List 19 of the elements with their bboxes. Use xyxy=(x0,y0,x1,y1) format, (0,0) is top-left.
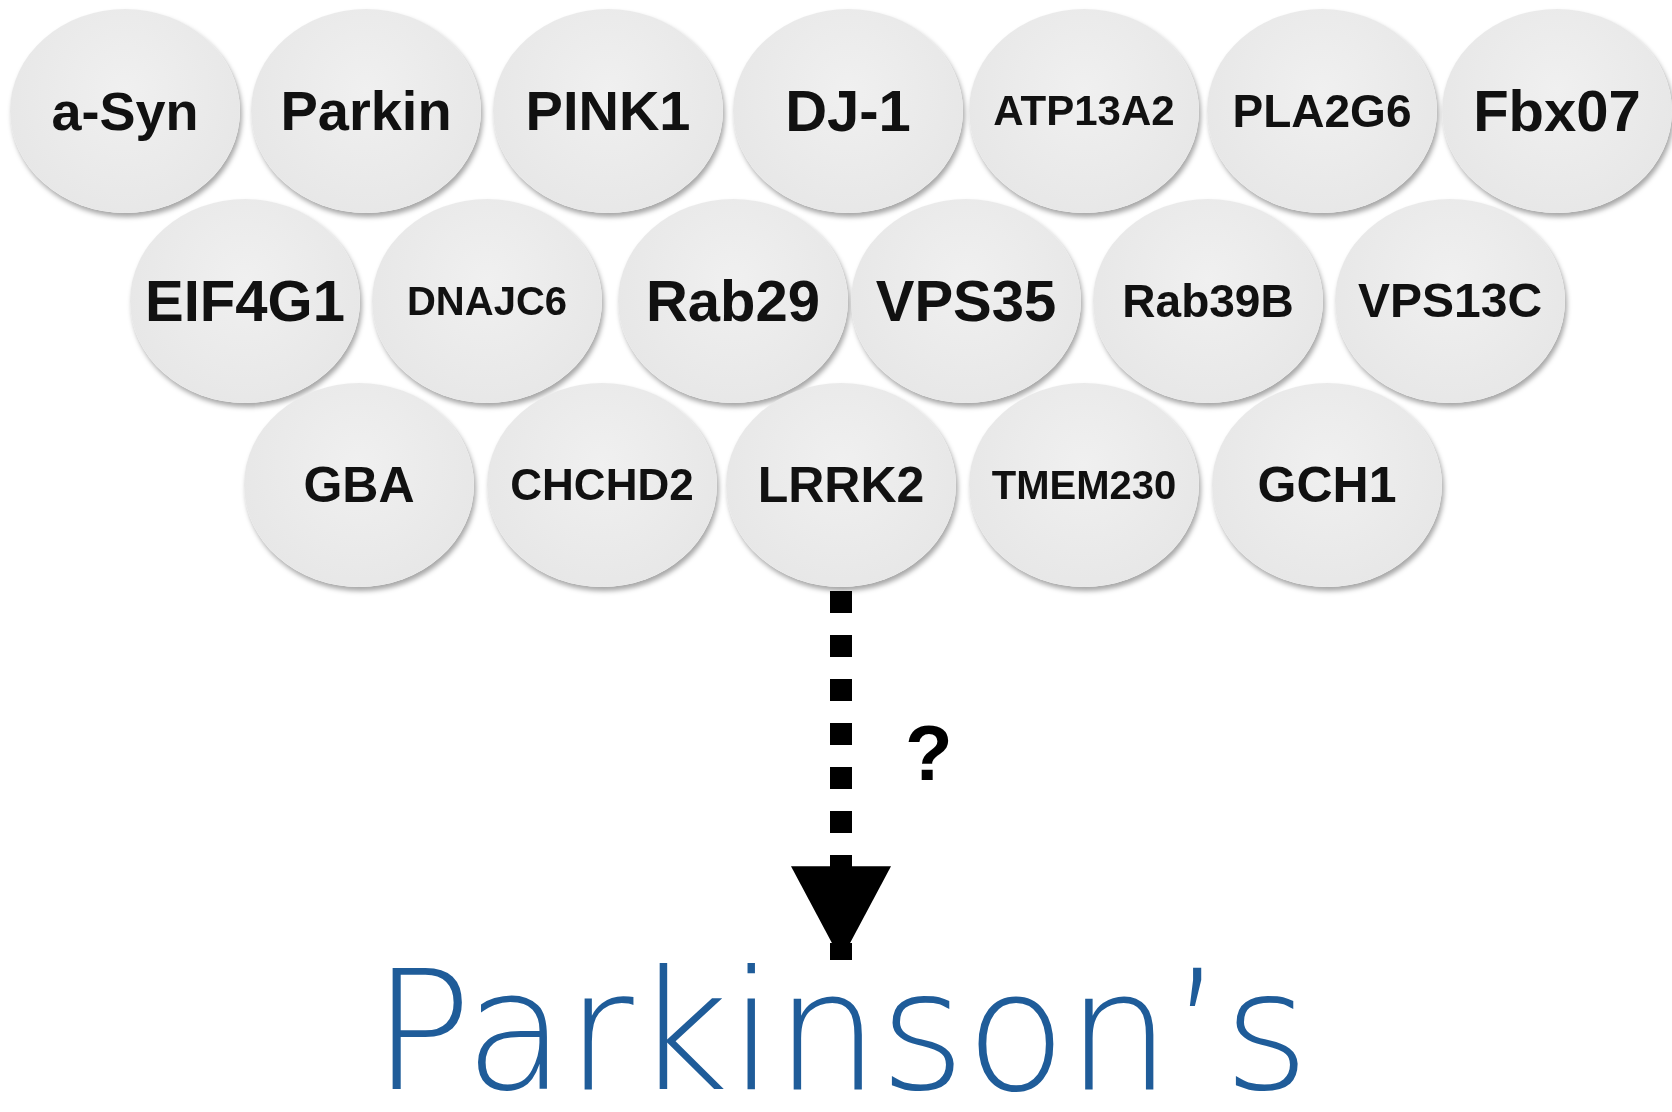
gene-name: DJ-1 xyxy=(785,82,911,140)
gene-name: VPS13C xyxy=(1357,277,1543,325)
gene-name: CHCHD2 xyxy=(510,463,694,507)
gene-name: Fbx07 xyxy=(1473,82,1641,140)
gene-name: GCH1 xyxy=(1257,460,1397,510)
dashed-arrow xyxy=(791,591,891,960)
gene-name: PLA2G6 xyxy=(1232,88,1412,134)
gene-name: TMEM230 xyxy=(991,465,1177,505)
gene-name: Parkin xyxy=(280,83,452,139)
gene-name: LRRK2 xyxy=(757,460,925,510)
gene-name: PINK1 xyxy=(525,83,691,139)
gene-name: VPS35 xyxy=(875,272,1057,330)
gene-name: EIF4G1 xyxy=(145,272,345,330)
gene-name: ATP13A2 xyxy=(993,90,1175,132)
gene-name: GBA xyxy=(303,460,415,510)
gene-name: DNAJC6 xyxy=(406,281,567,321)
gene-name: Rab29 xyxy=(645,272,821,330)
disease-name: Parkinson’s xyxy=(372,950,1310,1112)
gene-name: Rab39B xyxy=(1122,278,1294,324)
